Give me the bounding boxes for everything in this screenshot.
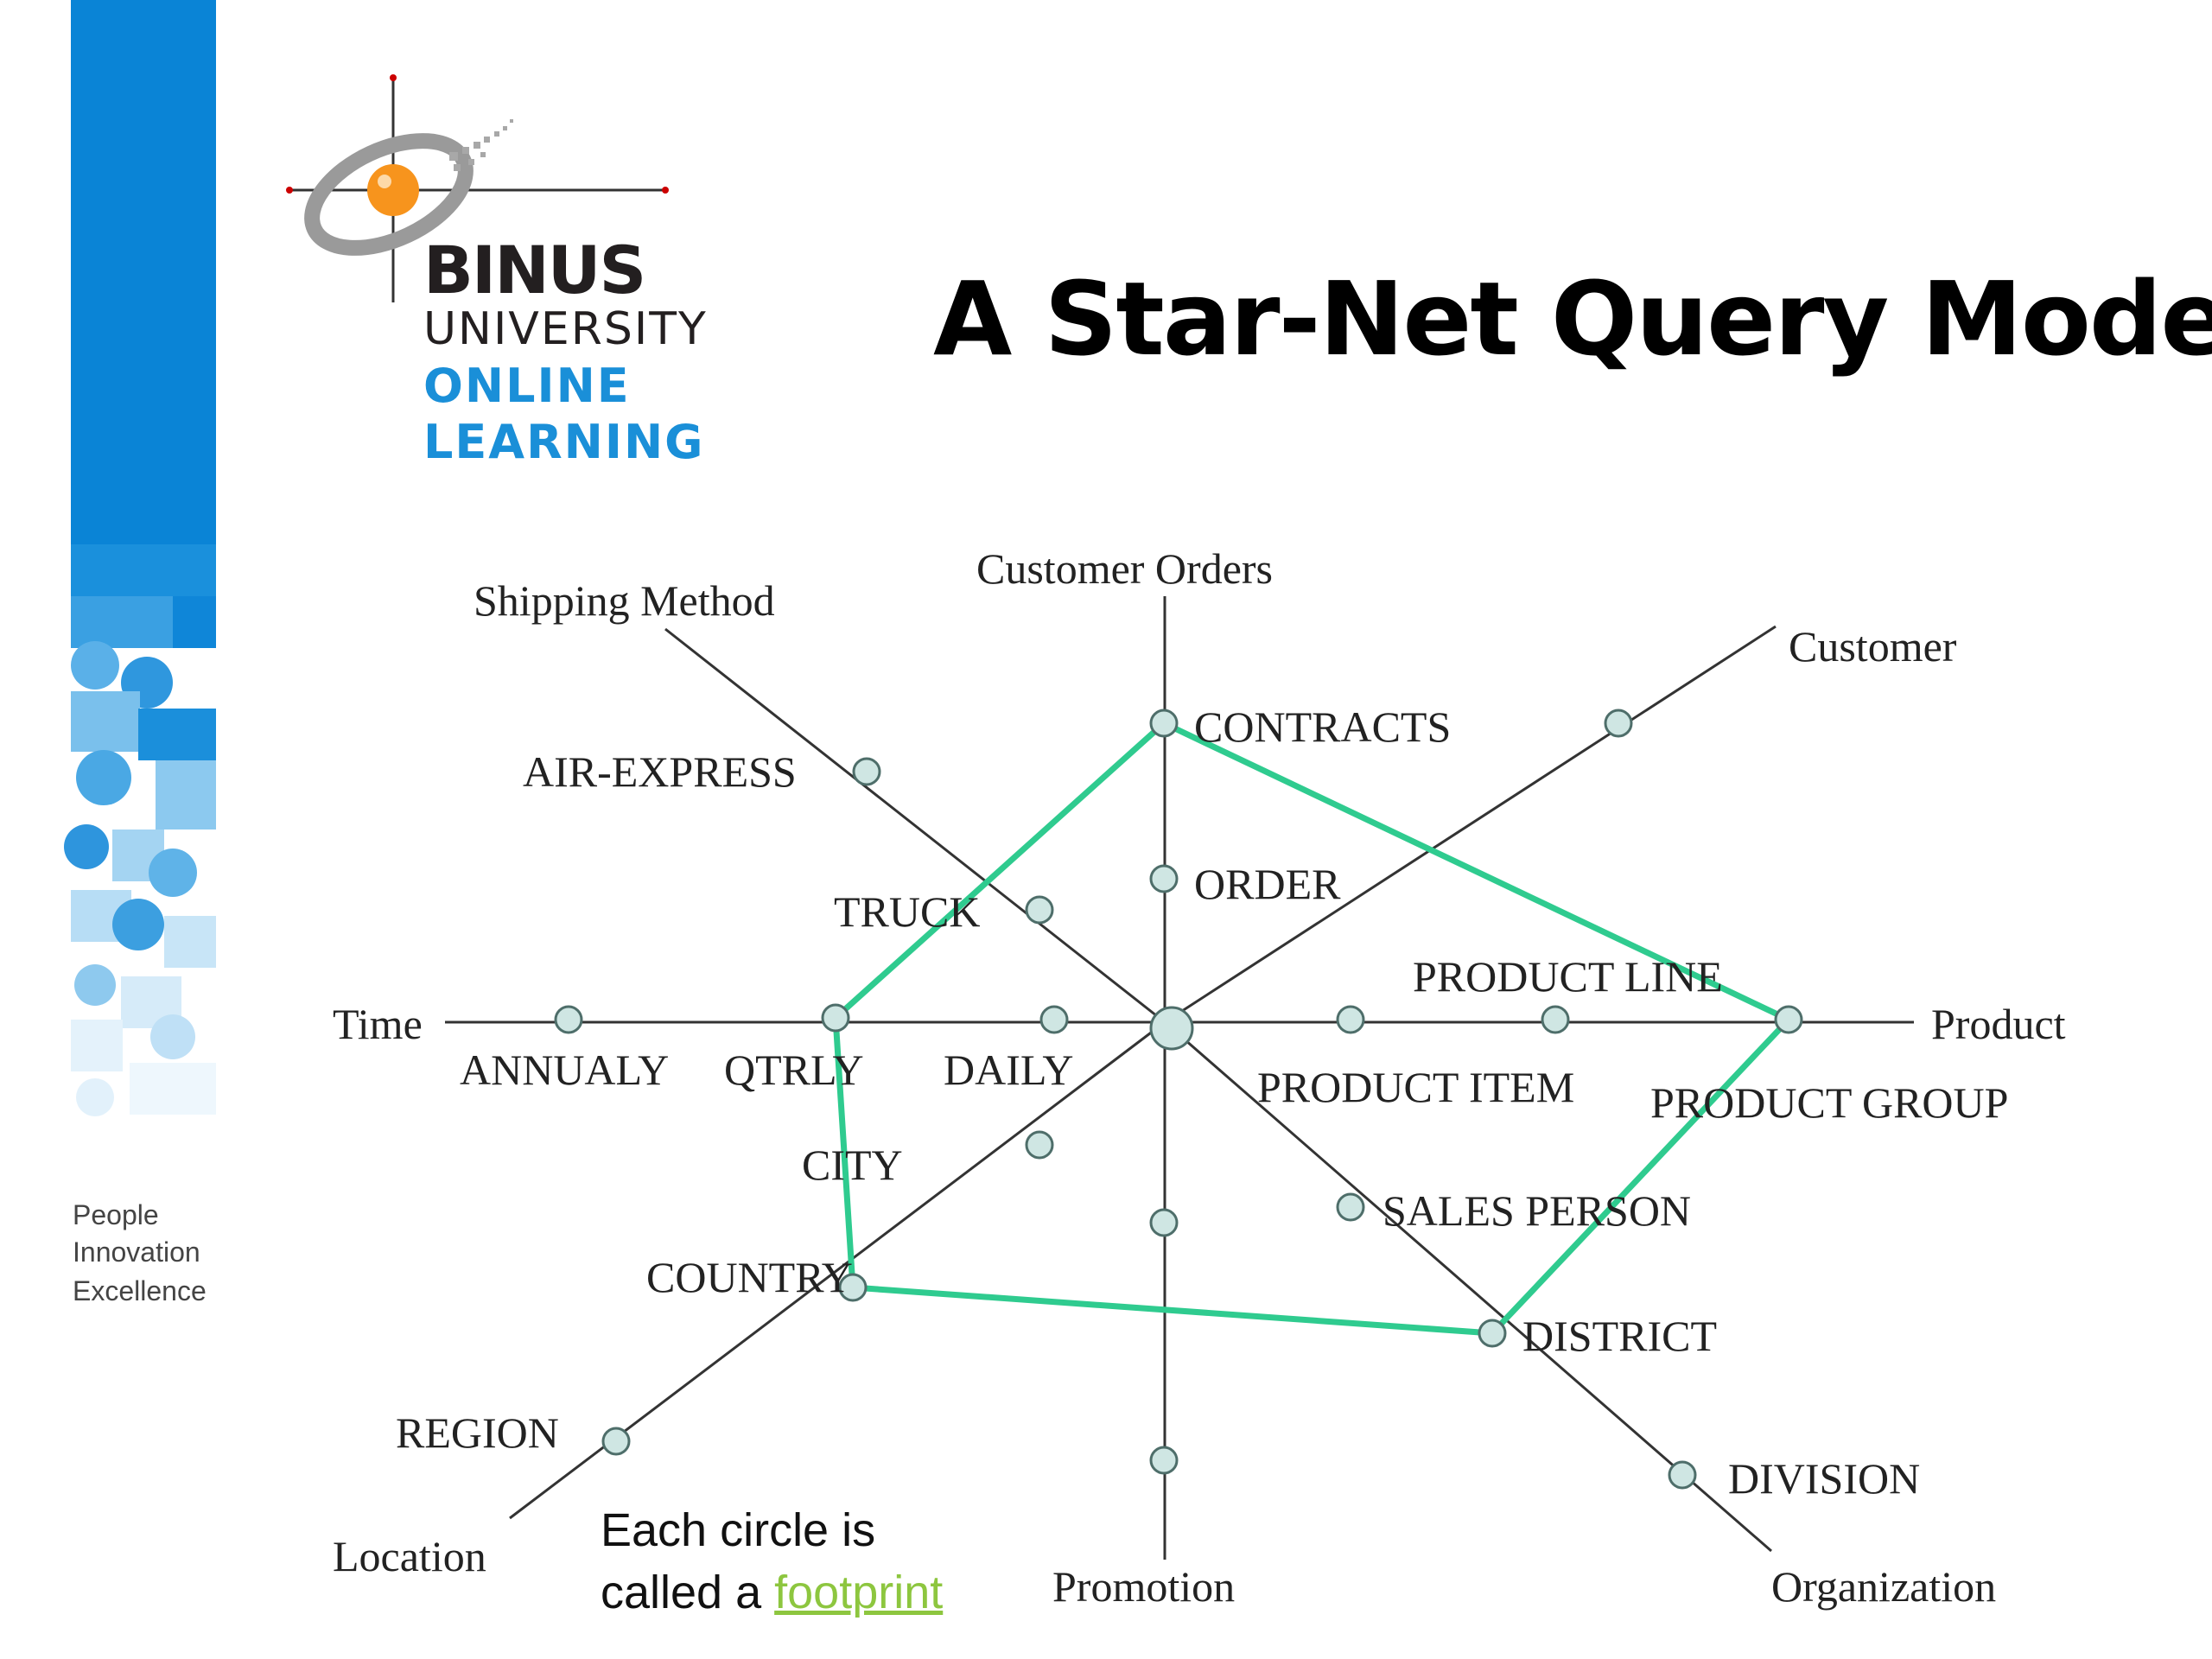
axis-line-shipping-method (664, 627, 1166, 1024)
node-truck[interactable] (1025, 895, 1054, 925)
node-annualy[interactable] (554, 1005, 583, 1034)
axis-label-organization: Organization (1771, 1562, 1996, 1611)
binus-logo: BINUS UNIVERSITY ONLINE LEARNING (276, 69, 726, 501)
node-district[interactable] (1478, 1319, 1507, 1348)
level-label-daily: DAILY (944, 1046, 1074, 1094)
logo-text-binus: BINUS (423, 232, 646, 308)
level-label-contracts: CONTRACTS (1194, 702, 1451, 751)
decorative-blue-strip (64, 0, 216, 1116)
node-qtrly[interactable] (821, 1003, 850, 1033)
logo-text-learning: LEARNING (423, 415, 705, 469)
level-label-air-express: AIR-EXPRESS (523, 747, 797, 796)
level-label-division: DIVISION (1728, 1454, 1920, 1503)
level-label-city: CITY (802, 1141, 903, 1189)
axis-label-product: Product (1931, 1000, 2066, 1048)
caption: Each circle is called a footprint (601, 1499, 943, 1624)
level-label-country: COUNTRY (646, 1253, 853, 1301)
caption-footprint-link[interactable]: footprint (774, 1567, 944, 1618)
logo-emblem-icon (286, 74, 669, 302)
logo-text-university: UNIVERSITY (423, 303, 708, 355)
node-product-item[interactable] (1336, 1005, 1365, 1034)
node-daily[interactable] (1039, 1005, 1069, 1034)
level-label-product-item: PRODUCT ITEM (1257, 1063, 1574, 1111)
node-air-express[interactable] (852, 757, 881, 786)
level-label-district: DISTRICT (1522, 1312, 1717, 1360)
axis-label-customer-orders: Customer Orders (976, 544, 1273, 593)
node-product-line[interactable] (1541, 1005, 1570, 1034)
node-product-group[interactable] (1774, 1005, 1803, 1034)
node-sales-person[interactable] (1336, 1192, 1365, 1222)
node-division[interactable] (1668, 1460, 1697, 1490)
node-country[interactable] (838, 1273, 868, 1302)
axis-label-promotion: Promotion (1052, 1562, 1235, 1611)
caption-line-1: Each circle is (601, 1504, 876, 1556)
node-customer[interactable] (1604, 709, 1633, 738)
logo-text-online: ONLINE (423, 359, 631, 413)
axis-label-time: Time (333, 1000, 423, 1048)
level-label-qtrly: QTRLY (724, 1046, 864, 1094)
tagline-innovation: Innovation (73, 1236, 200, 1268)
node-order[interactable] (1149, 864, 1179, 893)
axis-line-organization (1164, 1020, 1772, 1553)
node-center[interactable] (1149, 1006, 1194, 1051)
level-label-region: REGION (396, 1408, 559, 1457)
node-contracts[interactable] (1149, 709, 1179, 738)
tagline-excellence: Excellence (73, 1275, 207, 1306)
level-label-sales-person: SALES PERSON (1382, 1186, 1691, 1235)
node-promotion-1[interactable] (1149, 1208, 1179, 1237)
axis-line-customer (1164, 625, 1777, 1024)
tagline-people: People (73, 1199, 159, 1230)
node-promotion-2[interactable] (1149, 1446, 1179, 1475)
level-label-order: ORDER (1194, 860, 1341, 908)
footprint-path (832, 720, 1792, 1337)
level-label-truck: TRUCK (834, 887, 980, 936)
axis-label-shipping-method: Shipping Method (474, 576, 775, 625)
level-label-annualy: ANNUALY (460, 1046, 669, 1094)
axis-label-location: Location (333, 1532, 486, 1580)
slide-title: A Star-Net Query Model (933, 259, 2212, 378)
node-city[interactable] (1025, 1130, 1054, 1160)
caption-prefix: called a (601, 1567, 775, 1618)
caption-line-2: called a footprint (601, 1561, 943, 1624)
node-region[interactable] (601, 1427, 631, 1456)
axis-label-customer: Customer (1789, 622, 1957, 671)
level-label-product-line: PRODUCT LINE (1413, 952, 1723, 1001)
level-label-product-group: PRODUCT GROUP (1650, 1078, 2008, 1127)
